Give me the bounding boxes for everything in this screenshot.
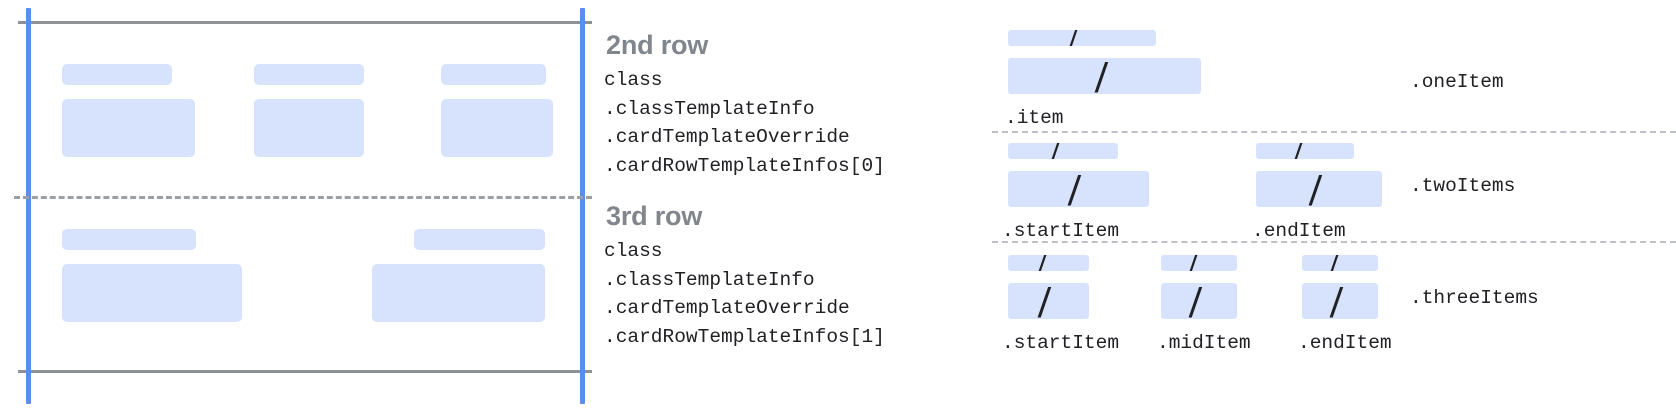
slash-glyph: / [1330, 283, 1343, 319]
card-right-guide [580, 8, 585, 404]
preview-slot-body [62, 99, 195, 157]
variant-slot-label: .midItem [1157, 332, 1251, 354]
variant-slot-cap: / [1161, 255, 1237, 271]
variant-slot-body: / [1302, 283, 1378, 319]
variant-name-label: .threeItems [1410, 287, 1539, 309]
annotation-second-row: 2nd row class .classTemplateInfo .cardTe… [604, 30, 885, 180]
slash-glyph: / [1038, 255, 1047, 271]
row-annotations: 2nd row class .classTemplateInfo .cardTe… [604, 0, 964, 412]
preview-slot-cap [62, 229, 196, 250]
variant-slot-label: .item [1005, 107, 1064, 129]
card-top-rule [18, 21, 592, 24]
variant-slot-cap: / [1008, 255, 1089, 271]
variant-slot-body: / [1161, 283, 1237, 319]
item-variants: / / .item .oneItem / / .startItem [984, 0, 1676, 412]
annotation-code-line: .classTemplateInfo [604, 97, 815, 120]
preview-slot-cap [414, 229, 545, 250]
preview-slot-body [441, 99, 553, 157]
annotation-code-line: .classTemplateInfo [604, 268, 815, 291]
variant-slot-cap: / [1008, 143, 1118, 159]
slash-glyph: / [1189, 283, 1202, 319]
slash-glyph: / [1294, 143, 1303, 159]
annotation-code-line: class [604, 240, 663, 262]
variant-divider [992, 241, 1676, 243]
slash-glyph: / [1068, 171, 1081, 207]
variant-slot-label: .endItem [1298, 332, 1392, 354]
slash-glyph: / [1189, 255, 1198, 271]
variant-name-label: .twoItems [1410, 175, 1516, 197]
preview-slot-cap [441, 64, 546, 85]
variant-slot-body: / [1008, 283, 1089, 319]
annotation-third-row: 3rd row class .classTemplateInfo .cardTe… [604, 201, 885, 351]
slash-glyph: / [1051, 143, 1060, 159]
annotation-title: 2nd row [606, 30, 709, 60]
variant-name-label: .oneItem [1410, 71, 1504, 93]
annotation-code-line: .cardRowTemplateInfos[0] [604, 154, 885, 177]
variant-slot-label: .startItem [1002, 220, 1120, 242]
annotation-code-line: .cardTemplateOverride [604, 297, 850, 319]
variant-slot-body: / [1008, 171, 1149, 207]
preview-slot-body [254, 99, 364, 157]
variant-slot-cap: / [1256, 143, 1354, 159]
card-rows-preview [0, 0, 592, 412]
variant-slot-body: / [1256, 171, 1382, 207]
variant-slot-cap: / [1008, 30, 1156, 46]
card-bottom-rule [18, 370, 592, 373]
slash-glyph: / [1038, 283, 1051, 319]
preview-slot-cap [62, 64, 172, 85]
slash-glyph: / [1069, 30, 1078, 46]
preview-slot-body [372, 264, 545, 322]
slash-glyph: / [1309, 171, 1322, 207]
card-row-divider [14, 196, 592, 199]
slash-glyph: / [1095, 58, 1108, 94]
variant-slot-label: .endItem [1252, 220, 1346, 242]
annotation-code-line: .cardRowTemplateInfos[1] [604, 325, 885, 348]
annotation-code-line: .cardTemplateOverride [604, 126, 850, 148]
annotation-title: 3rd row [606, 201, 703, 231]
preview-slot-body [62, 264, 242, 322]
variant-divider [992, 131, 1676, 133]
slash-glyph: / [1330, 255, 1339, 271]
variant-slot-body: / [1008, 58, 1201, 94]
annotation-code-line: class [604, 69, 663, 91]
preview-slot-cap [254, 64, 364, 85]
card-left-guide [26, 8, 31, 404]
variant-slot-cap: / [1302, 255, 1378, 271]
variant-slot-label: .startItem [1002, 332, 1120, 354]
